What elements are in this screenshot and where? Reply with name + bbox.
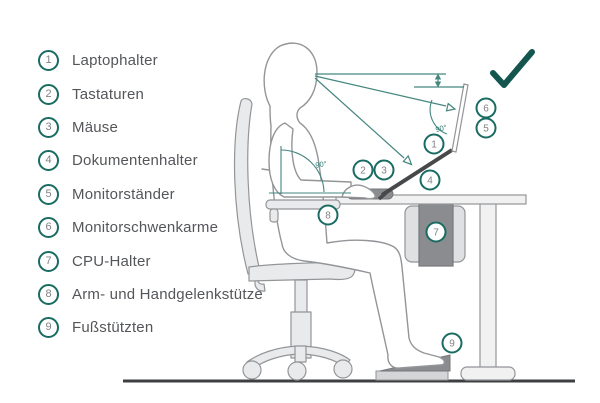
svg-text:2: 2 xyxy=(360,166,366,177)
legend-number-badge: 7 xyxy=(38,250,59,272)
sight-arrowhead-screen xyxy=(445,102,457,112)
legend-item-laptophalter: 1 Laptophalter xyxy=(38,44,263,77)
sight-lines xyxy=(314,73,464,166)
laptop-stand-lip xyxy=(377,191,388,201)
legend-item-monitorschwenkarme: 6 Monitorschwenkarme xyxy=(38,211,263,244)
legend-label: Monitorständer xyxy=(72,185,175,203)
callout-7: 7 xyxy=(425,221,447,243)
laptop-stand-base xyxy=(380,148,454,197)
legend-label: Monitorschwenkarme xyxy=(72,219,219,237)
callout-6: 6 xyxy=(475,97,497,119)
sight-arrowhead-keyboard xyxy=(402,154,413,166)
callout-3: 3 xyxy=(373,159,395,181)
callout-2: 2 xyxy=(352,159,374,181)
elbow-angle-label: 90° xyxy=(315,159,327,169)
svg-text:9: 9 xyxy=(449,339,455,350)
svg-text:3: 3 xyxy=(381,166,387,177)
legend-number-badge: 9 xyxy=(38,317,59,339)
desk-leg xyxy=(479,202,497,370)
diagram-callouts: 1 2 3 4 5 6 7 xyxy=(317,97,497,354)
legend-number-badge: 4 xyxy=(38,150,59,172)
callout-4: 4 xyxy=(419,169,441,191)
legend-item-cpu-halter: 7 CPU-Halter xyxy=(38,244,263,277)
height-double-arrow xyxy=(434,73,442,88)
laptop-screen xyxy=(451,83,469,153)
legend-item-handgelenkstuetze: 8 Arm- und Handgelenkstütze xyxy=(38,278,263,311)
legend-item-monitorstaender: 5 Monitorständer xyxy=(38,178,263,211)
chair-caster-center xyxy=(287,361,307,381)
sight-line-screen xyxy=(314,75,447,107)
arm-wrist-rest xyxy=(265,199,341,223)
legend-number-badge: 1 xyxy=(38,50,59,72)
person-body xyxy=(263,42,446,369)
svg-text:5: 5 xyxy=(483,124,489,135)
legend-label: Fußstützten xyxy=(72,319,154,337)
legend-label: Mäuse xyxy=(72,118,119,136)
callout-8: 8 xyxy=(317,204,339,226)
svg-text:6: 6 xyxy=(483,104,489,115)
chair-back xyxy=(233,98,261,275)
legend-label: Arm- und Handgelenkstütze xyxy=(72,285,263,303)
callout-5: 5 xyxy=(475,117,497,139)
chair-stem-upper xyxy=(294,279,308,315)
desk-foot xyxy=(460,366,516,381)
legend-number-badge: 8 xyxy=(38,283,59,305)
chair-base-arm-center xyxy=(294,345,307,363)
svg-text:8: 8 xyxy=(325,211,331,222)
svg-text:1: 1 xyxy=(431,140,437,151)
person-hand xyxy=(341,184,376,200)
chair-caster-right xyxy=(333,359,353,379)
legend-label: Tastaturen xyxy=(72,85,145,103)
callout-9: 9 xyxy=(441,332,463,354)
legend-number-badge: 2 xyxy=(38,83,59,105)
screen-angle-annotation: 90° xyxy=(429,99,448,135)
svg-text:7: 7 xyxy=(433,228,439,239)
legend-number-badge: 6 xyxy=(38,217,59,239)
elbow-angle-annotation: 90° xyxy=(269,146,351,194)
checkmark-icon xyxy=(490,49,535,88)
legend-number-badge: 3 xyxy=(38,116,59,138)
legend-item-fussstuetzen: 9 Fußstützten xyxy=(38,311,263,344)
legend-item-dokumentenhalter: 4 Dokumentenhalter xyxy=(38,144,263,177)
legend-label: Laptophalter xyxy=(72,52,158,70)
sight-line-keyboard xyxy=(314,77,405,159)
svg-text:4: 4 xyxy=(427,176,433,187)
office-chair xyxy=(233,98,356,381)
legend-list: 1 Laptophalter 2 Tastaturen 3 Mäuse 4 Do… xyxy=(38,44,263,345)
desk xyxy=(335,194,527,381)
laptop-on-stand xyxy=(377,83,469,201)
chair-caster-left xyxy=(242,360,262,380)
person-arm xyxy=(268,122,376,200)
legend-label: CPU-Halter xyxy=(72,252,151,270)
legend-item-maeuse: 3 Mäuse xyxy=(38,111,263,144)
legend-number-badge: 5 xyxy=(38,183,59,205)
screen-angle-label: 90° xyxy=(435,123,448,134)
legend-label: Dokumentenhalter xyxy=(72,152,198,170)
legend-item-tastaturen: 2 Tastaturen xyxy=(38,77,263,110)
callout-1: 1 xyxy=(423,133,445,155)
